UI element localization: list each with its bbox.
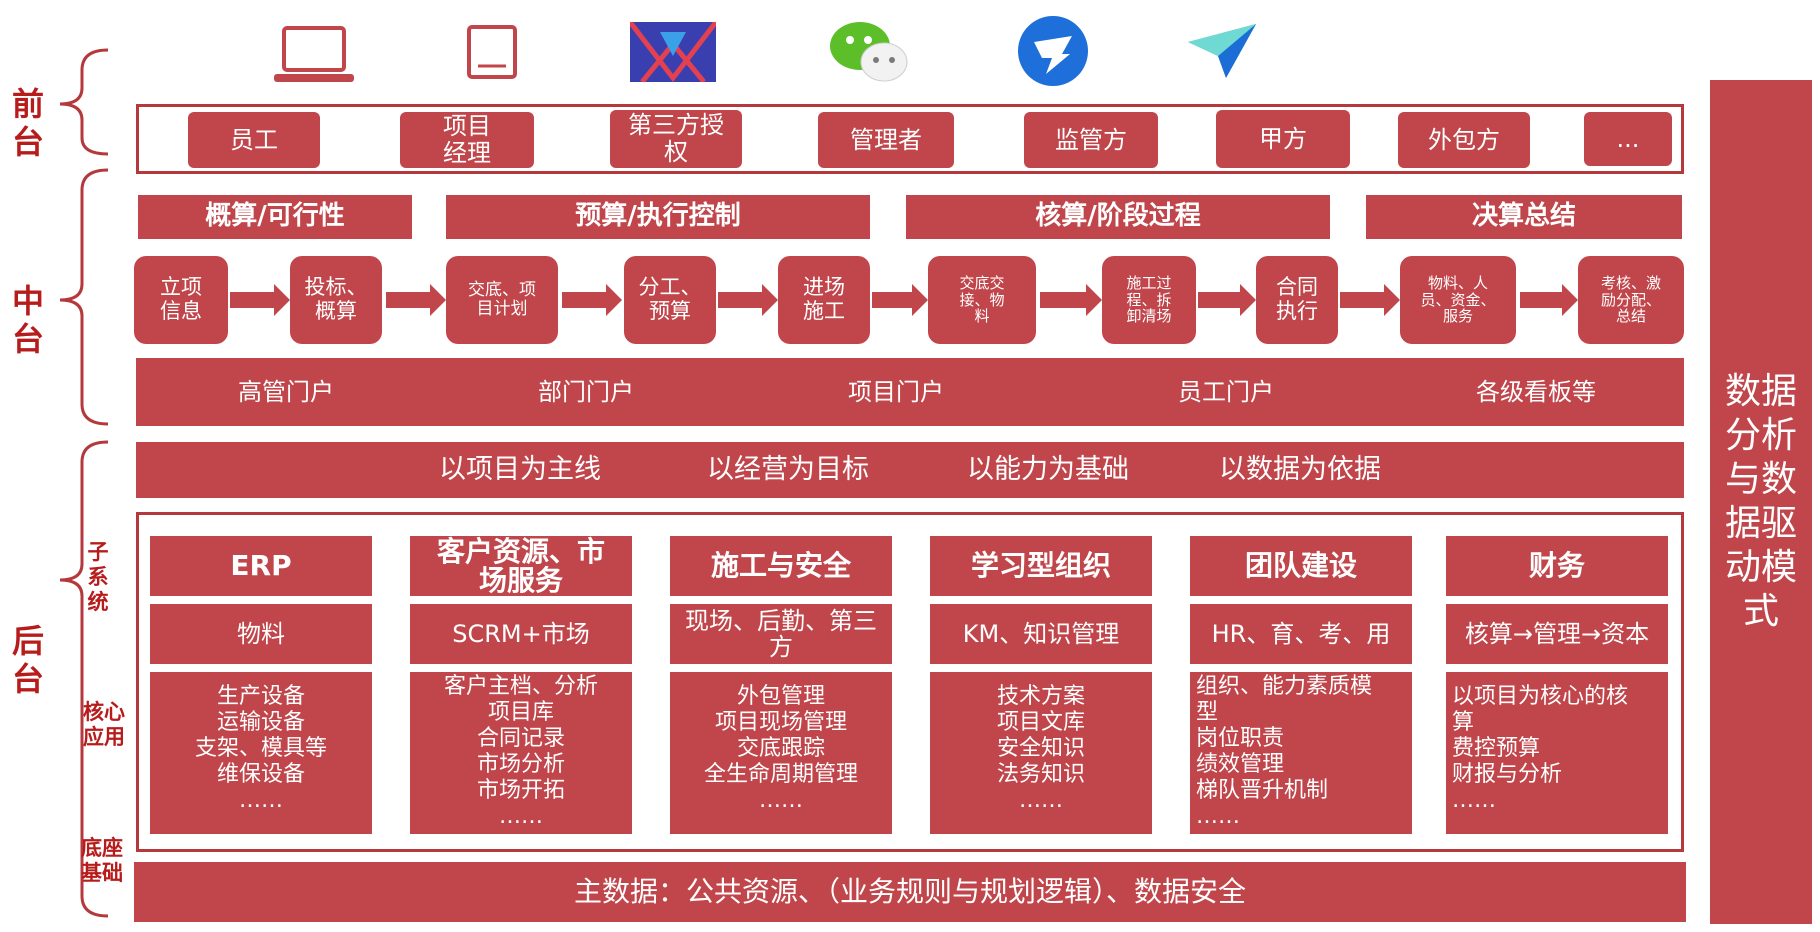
front-roles-container [136,104,1684,174]
back-brace [59,440,109,918]
subsystem-finance-apps: 以项目为核心的核算费控预算财报与分析…… [1446,672,1668,834]
arrow-4 [718,284,778,316]
step-bidding: 投标、概算 [290,256,382,344]
subsystem-team-scope: HR、育、考、用 [1190,604,1412,664]
arrow-3 [562,284,622,316]
label-core-app: 核心应用 [83,700,125,749]
step-arrows [230,284,1578,316]
role-employee: 员工 [188,112,320,168]
subsystem-construction-title: 施工与安全 [670,536,892,596]
wechat-icon [828,20,908,86]
principle-data: 以数据为依据 [1219,453,1381,485]
portals-bar [136,358,1684,426]
layer-label-front: 前台 [11,85,44,161]
subsystem-finance-title: 财务 [1446,536,1668,596]
subsystem-team-apps: 组织、能力素质模型岗位职责绩效管理梯队晋升机制…… [1190,672,1412,834]
phase-accounting: 核算/阶段过程 [906,195,1330,239]
subsystem-erp-apps: 生产设备 运输设备 支架、模具等 维保设备 …… [150,672,372,834]
portal-employee: 员工门户 [1178,377,1274,406]
middle-brace [59,168,109,426]
step-contract: 合同执行 [1256,256,1338,344]
subsystem-finance-scope: 核算→管理→资本 [1446,604,1668,664]
portal-department: 部门门户 [538,377,634,406]
label-subsystem: 子系统 [87,540,109,614]
front-brace [59,48,109,156]
role-manager: 管理者 [818,112,954,168]
step-handover-plan: 交底、项目计划 [446,256,558,344]
foundation-bar: 主数据：公共资源、（业务规则与规划逻辑）、数据安全 [134,862,1686,922]
arrow-9 [1520,284,1578,316]
feishu-icon [1186,22,1258,80]
phase-estimate: 概算/可行性 [138,195,412,239]
role-more: ... [1584,112,1672,166]
principles-bar [136,442,1684,498]
step-resources: 物料、人员、资金、服务 [1400,256,1516,344]
step-process-cleanup: 施工过程、拆卸清场 [1102,256,1196,344]
layer-label-middle: 中台 [11,282,44,358]
step-material-handover: 交底交接、物料 [928,256,1036,344]
app-logo-icon [628,20,718,84]
arrow-1 [230,284,290,316]
data-driven-side-panel: 数据分析与数据驱动模式 [1710,80,1812,924]
dingtalk-icon [1016,14,1090,88]
layer-label-back: 后台 [11,622,44,698]
subsystem-learning-title: 学习型组织 [930,536,1152,596]
step-initiation: 立项信息 [134,256,228,344]
phase-final: 决算总结 [1366,195,1682,239]
arrow-2 [386,284,446,316]
subsystems-container [136,512,1684,852]
arrow-6 [1040,284,1102,316]
role-regulator: 监管方 [1024,112,1158,168]
principle-business: 以经营为目标 [707,453,869,485]
subsystem-learning-scope: KM、知识管理 [930,604,1152,664]
label-base: 底座基础 [81,836,123,885]
step-evaluation: 考核、激励分配、总结 [1578,256,1684,344]
portal-dashboards: 各级看板等 [1476,377,1596,406]
subsystem-erp-scope: 物料 [150,604,372,664]
step-construction: 进场施工 [778,256,870,344]
portal-project: 项目门户 [848,377,944,406]
portal-executive: 高管门户 [238,377,334,406]
subsystem-construction-apps: 外包管理 项目现场管理 交底跟踪 全生命周期管理 …… [670,672,892,834]
arrow-5 [872,284,928,316]
subsystem-customer-scope: SCRM+市场 [410,604,632,664]
role-outsourcer: 外包方 [1398,112,1530,168]
role-project-manager: 项目经理 [400,112,534,168]
layer-braces [59,48,109,918]
arrow-7 [1198,284,1256,316]
principle-capability: 以能力为基础 [967,453,1129,485]
principle-project: 以项目为主线 [439,453,601,485]
subsystem-customer-apps: 客户主档、分析 项目库 合同记录 市场分析 市场开拓 …… [410,672,632,834]
arrow-8 [1340,284,1400,316]
laptop-icon [272,26,356,86]
role-party-a: 甲方 [1216,110,1350,168]
role-third-party: 第三方授权 [610,110,742,168]
subsystem-team-title: 团队建设 [1190,536,1412,596]
step-division: 分工、预算 [624,256,716,344]
subsystem-construction-scope: 现场、后勤、第三方 [670,604,892,664]
subsystem-learning-apps: 技术方案 项目文库 安全知识 法务知识 …… [930,672,1152,834]
phase-budget: 预算/执行控制 [446,195,870,239]
subsystem-erp-title: ERP [150,536,372,596]
subsystem-customer-title: 客户资源、市场服务 [410,536,632,596]
tablet-icon [466,24,518,80]
